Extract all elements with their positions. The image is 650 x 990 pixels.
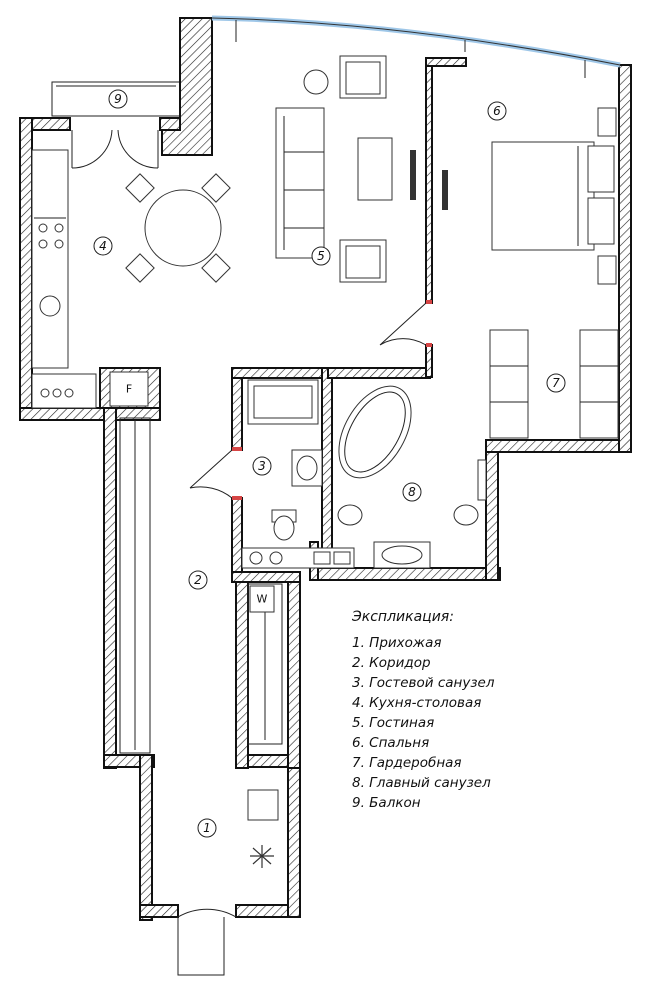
coffee-table [357, 137, 393, 201]
room-number-1: 1 [203, 821, 211, 835]
sink-icon [39, 295, 61, 317]
room-number-3: 3 [258, 459, 266, 473]
guest-bath-fixtures [241, 379, 355, 569]
legend-item: 8. Главный санузел [352, 775, 491, 791]
master-toilet-1 [337, 504, 363, 526]
walls [19, 17, 632, 921]
room-marker-4 [93, 236, 113, 256]
room-marker-2 [188, 570, 208, 590]
living-furniture [275, 55, 448, 283]
room-marker-1 [197, 818, 217, 838]
room-number-6: 6 [493, 104, 501, 118]
wardrobe-furniture [489, 329, 619, 439]
master-bath-fixtures [337, 385, 487, 569]
legend-item: 9. Балкон [352, 795, 421, 811]
fridge [109, 371, 149, 407]
entrance-furniture [247, 789, 279, 868]
room-number-7: 7 [552, 376, 560, 390]
window-glazing [211, 15, 621, 68]
room-number-4: 4 [99, 239, 107, 253]
room-number-2: 2 [194, 573, 202, 587]
legend-item: 6. Спальня [352, 735, 430, 751]
doors [71, 20, 586, 976]
room-number-8: 8 [408, 485, 416, 499]
room-marker-8 [402, 482, 422, 502]
room-number-9: 9 [114, 92, 122, 106]
legend-item: 2. Коридор [352, 655, 431, 671]
master-toilet-2 [453, 504, 479, 526]
bed [491, 141, 595, 251]
legend-item: 7. Гардеробная [352, 755, 462, 771]
room-marker-7 [546, 373, 566, 393]
fridge-marker: F [126, 383, 132, 396]
room-number-5: 5 [317, 249, 325, 263]
legend-list: 1. Прихожая 2. Коридор 3. Гостевой санузел… [352, 633, 494, 813]
room-marker-3 [252, 456, 272, 476]
tv-icon [410, 150, 448, 210]
washer-marker: W [257, 593, 268, 606]
sofa [275, 107, 325, 259]
kitchen-furniture: F [31, 149, 231, 409]
master-tub [338, 385, 412, 479]
cooktop-icon [38, 223, 64, 249]
legend-title: Экспликация: [352, 609, 454, 625]
legend-item: 1. Прихожая [352, 635, 442, 651]
legend: Экспликация: 1. Прихожая 2. Коридор 3. Гос… [352, 609, 494, 813]
legend-item: 4. Кухня-столовая [352, 695, 482, 711]
room-marker-9 [108, 89, 128, 109]
balcony [51, 81, 181, 117]
coat-hanger-icon [250, 845, 274, 868]
lamp-icon [303, 69, 329, 95]
legend-item: 3. Гостевой санузел [352, 675, 495, 691]
room-marker-5 [311, 246, 331, 266]
room-marker-6 [487, 101, 507, 121]
legend-item: 5. Гостиная [352, 715, 435, 731]
room-markers: 1 2 3 4 5 6 7 8 9 [93, 89, 566, 838]
guest-toilet [273, 515, 295, 541]
corridor-wardrobes: W [119, 417, 283, 754]
bedroom-furniture [491, 107, 617, 285]
dining-table [144, 189, 222, 267]
